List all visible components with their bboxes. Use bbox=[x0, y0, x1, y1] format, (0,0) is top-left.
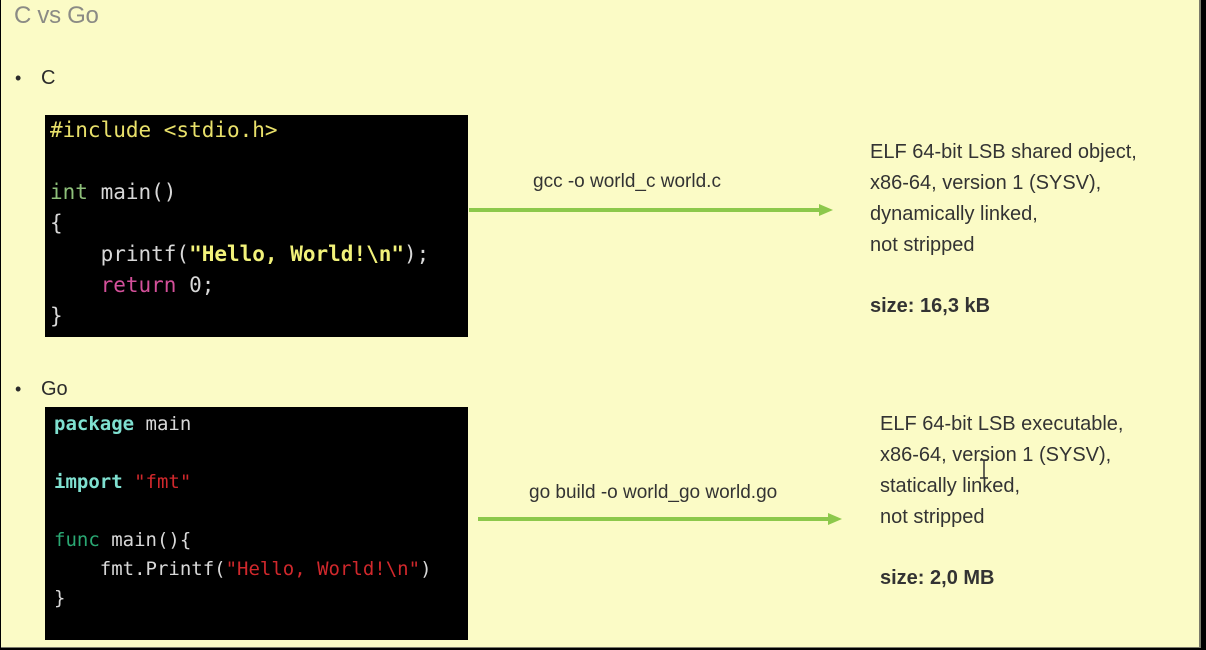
go-code-line: func main(){ bbox=[54, 526, 468, 555]
go-code-token: main(){ bbox=[99, 529, 192, 551]
bullet-dot-icon: • bbox=[15, 68, 22, 88]
bullet-go: • Go bbox=[15, 378, 68, 401]
bullet-c: •C bbox=[15, 67, 55, 90]
go-code-line bbox=[54, 439, 468, 468]
go-code-token: func bbox=[54, 529, 100, 551]
go-code-token: ) bbox=[420, 558, 432, 580]
c-code-line: { bbox=[50, 208, 468, 239]
c-code-token: return bbox=[100, 273, 177, 297]
go-code-block: package main import "fmt" func main(){ fmt… bbox=[45, 407, 468, 640]
go-code-token: import bbox=[54, 471, 123, 493]
c-code-token: } bbox=[50, 304, 63, 328]
c-code-line bbox=[50, 146, 468, 177]
slide-title: C vs Go bbox=[14, 2, 99, 29]
bullet-c-label: C bbox=[41, 67, 56, 89]
go-info-line: statically linked, bbox=[880, 475, 1021, 497]
c-binary-size: size: 16,3 kB bbox=[870, 295, 991, 317]
c-info-line: not stripped bbox=[870, 234, 975, 256]
bullet-go-label: Go bbox=[41, 378, 68, 400]
c-code-token: printf( bbox=[50, 242, 190, 266]
go-code-token: fmt.Printf( bbox=[54, 558, 226, 580]
go-code-line: } bbox=[54, 584, 468, 613]
go-info-line: not stripped bbox=[880, 506, 985, 528]
go-code-token bbox=[123, 471, 134, 493]
go-code-token: "fmt" bbox=[134, 471, 192, 493]
go-code-token: "Hello, World!\n" bbox=[225, 558, 421, 580]
c-code-token: 0; bbox=[176, 273, 215, 297]
c-code-token: main() bbox=[87, 180, 177, 204]
go-binary-info: ELF 64-bit LSB executable, x86-64, versio… bbox=[880, 409, 1123, 594]
c-code-line: #include <stdio.h> bbox=[50, 115, 468, 146]
c-code-line: int main() bbox=[50, 177, 468, 208]
c-code-line: printf("Hello, World!\n"); bbox=[50, 239, 468, 270]
c-binary-info: ELF 64-bit LSB shared object, x86-64, ver… bbox=[870, 137, 1137, 322]
text-cursor-icon bbox=[980, 459, 988, 479]
go-code-token: main bbox=[134, 413, 192, 435]
c-code-token: { bbox=[50, 211, 63, 235]
go-code-line: import "fmt" bbox=[54, 468, 468, 497]
c-code-token: int bbox=[50, 180, 88, 204]
c-code-token: "Hello, World!\n" bbox=[189, 242, 405, 266]
c-info-line: dynamically linked, bbox=[870, 203, 1038, 225]
go-build-command: go build -o world_go world.go bbox=[529, 482, 778, 503]
bullet-dot-icon: • bbox=[15, 379, 22, 399]
c-code-token bbox=[50, 273, 101, 297]
go-info-line: ELF 64-bit LSB executable, bbox=[880, 413, 1124, 435]
go-code-line: package main bbox=[54, 410, 468, 439]
go-info-line: x86-64, version 1 (SYSV), bbox=[880, 444, 1112, 466]
c-code-line: return 0; bbox=[50, 270, 468, 301]
c-info-line: x86-64, version 1 (SYSV), bbox=[870, 172, 1102, 194]
go-code-token: } bbox=[54, 587, 66, 609]
arrow-right-icon bbox=[478, 513, 842, 525]
go-code-token: package bbox=[54, 413, 135, 435]
c-code-line: } bbox=[50, 301, 468, 332]
go-binary-size: size: 2,0 MB bbox=[880, 567, 995, 589]
c-code-token: ); bbox=[404, 242, 430, 266]
c-code-token: #include <stdio.h> bbox=[50, 118, 278, 142]
arrow-right-icon bbox=[469, 204, 833, 216]
go-code-line: fmt.Printf("Hello, World!\n") bbox=[54, 555, 468, 584]
c-info-line: ELF 64-bit LSB shared object, bbox=[870, 141, 1137, 163]
go-code-line bbox=[54, 497, 468, 526]
c-code-block: #include <stdio.h> int main() { printf("He… bbox=[45, 115, 468, 337]
gcc-command: gcc -o world_c world.c bbox=[533, 171, 721, 192]
